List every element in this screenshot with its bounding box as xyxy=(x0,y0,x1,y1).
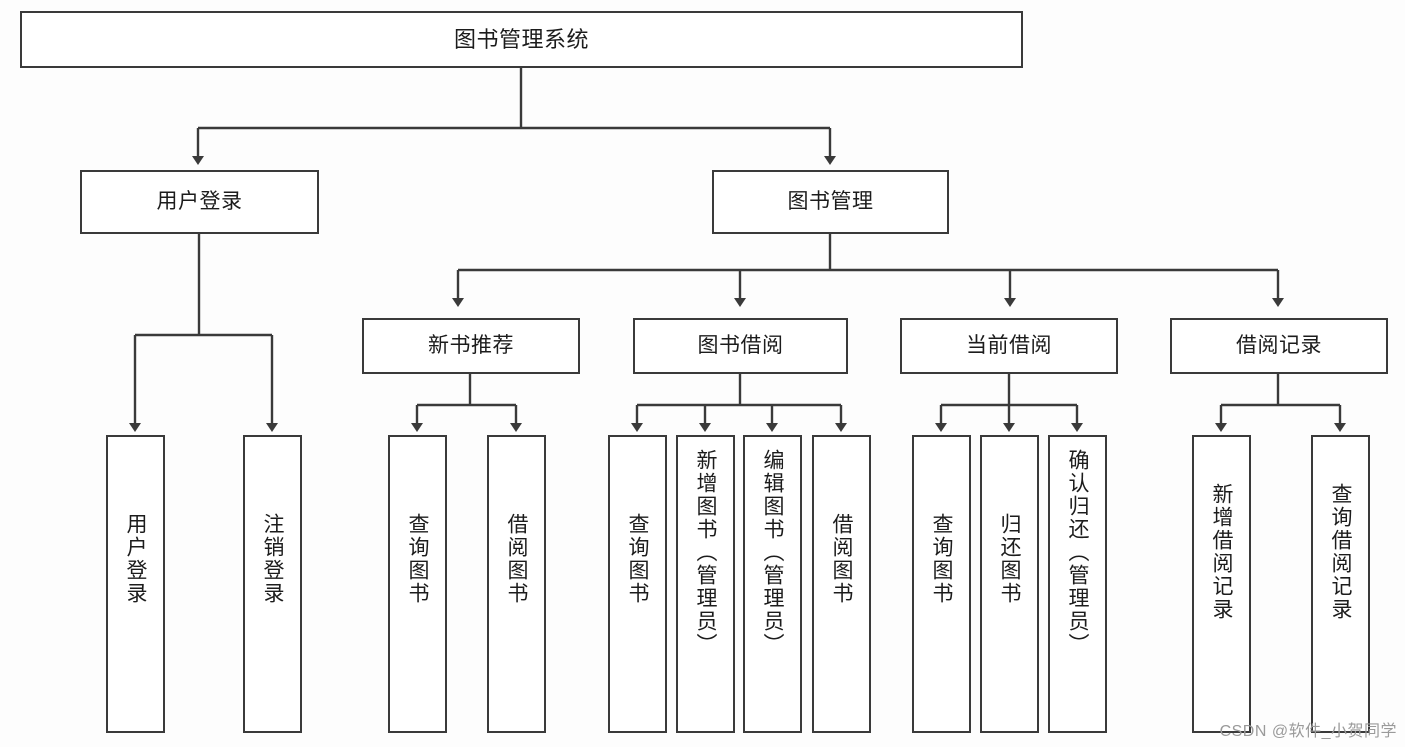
node-label: 用户登录 xyxy=(156,189,243,213)
node-label: 借阅记录 xyxy=(1236,333,1322,357)
node-book-borrow[interactable]: 图书借阅 xyxy=(633,318,848,374)
watermark-text: CSDN @软件_小贺同学 xyxy=(1219,723,1397,740)
leaf-current-query-book[interactable]: 查询图书 xyxy=(912,435,971,733)
node-label: 新增图书（管理员） xyxy=(694,449,717,656)
leaf-borrow-add-book-admin[interactable]: 新增图书（管理员） xyxy=(676,435,735,733)
node-label: 查询借阅记录 xyxy=(1329,483,1352,621)
leaf-borrow-borrow-book[interactable]: 借阅图书 xyxy=(812,435,871,733)
node-label: 借阅图书 xyxy=(830,513,853,605)
node-user-login[interactable]: 用户登录 xyxy=(80,170,319,234)
leaf-borrow-query-book[interactable]: 查询图书 xyxy=(608,435,667,733)
leaf-current-confirm-return-admin[interactable]: 确认归还（管理员） xyxy=(1048,435,1107,733)
leaf-record-add-record[interactable]: 新增借阅记录 xyxy=(1192,435,1251,733)
node-root-system[interactable]: 图书管理系统 xyxy=(20,11,1023,68)
node-new-book-recommend[interactable]: 新书推荐 xyxy=(362,318,580,374)
node-label: 查询图书 xyxy=(406,513,429,605)
node-label: 图书借阅 xyxy=(697,333,784,357)
leaf-user-login-signout[interactable]: 注销登录 xyxy=(243,435,302,733)
leaf-current-return-book[interactable]: 归还图书 xyxy=(980,435,1039,733)
leaf-user-login-signin[interactable]: 用户登录 xyxy=(106,435,165,733)
node-label: 编辑图书（管理员） xyxy=(761,449,784,656)
node-label: 确认归还（管理员） xyxy=(1066,449,1089,656)
node-label: 归还图书 xyxy=(998,513,1021,605)
node-label: 用户登录 xyxy=(124,513,147,605)
node-label: 查询图书 xyxy=(930,513,953,605)
node-label: 新增借阅记录 xyxy=(1210,483,1233,621)
node-book-management[interactable]: 图书管理 xyxy=(712,170,949,234)
leaf-recommend-query-book[interactable]: 查询图书 xyxy=(388,435,447,733)
node-label: 新书推荐 xyxy=(428,333,514,357)
node-label: 注销登录 xyxy=(261,513,284,605)
node-label: 图书管理 xyxy=(787,189,874,213)
leaf-recommend-borrow-book[interactable]: 借阅图书 xyxy=(487,435,546,733)
leaf-borrow-edit-book-admin[interactable]: 编辑图书（管理员） xyxy=(743,435,802,733)
node-current-borrow[interactable]: 当前借阅 xyxy=(900,318,1118,374)
node-label: 当前借阅 xyxy=(966,333,1052,357)
node-borrow-record[interactable]: 借阅记录 xyxy=(1170,318,1388,374)
node-label: 查询图书 xyxy=(626,513,649,605)
node-label: 借阅图书 xyxy=(505,513,528,605)
node-label: 图书管理系统 xyxy=(453,26,589,52)
leaf-record-query-record[interactable]: 查询借阅记录 xyxy=(1311,435,1370,733)
